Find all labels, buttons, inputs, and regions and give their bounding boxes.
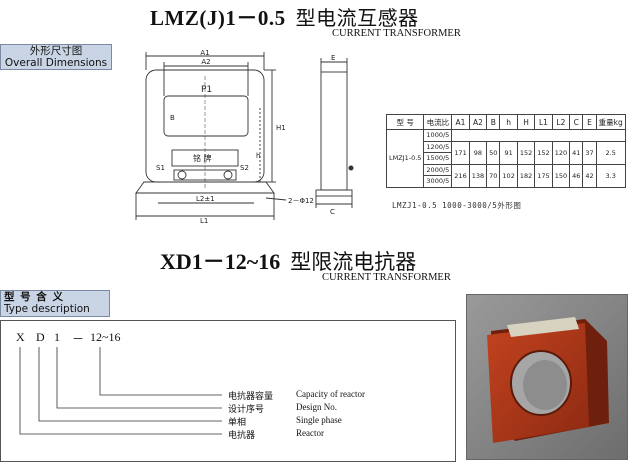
legend-en-1: Capacity of reactor [296, 389, 365, 399]
table-row: LMZJ1-0.5 1000/5 [385, 129, 626, 188]
lmz-model: LMZ(J)1－0.5 [150, 6, 286, 30]
label-a2: A2 [201, 58, 210, 66]
col-c: C [569, 114, 584, 130]
tag-cn: 型 号 含 义 [4, 291, 64, 303]
dimension-drawing: A1 A2 P1 B H1 h S1 S2 铭 牌 L2±1 L1 2－Φ12 … [135, 49, 354, 225]
cell-value: 70 [486, 163, 501, 188]
col-ratio: 电流比 [423, 114, 453, 130]
label-l2: L2±1 [196, 195, 215, 203]
cell-value: 3.3 [595, 163, 626, 188]
col-a1: A1 [451, 114, 470, 130]
cell-value: 42 [582, 163, 597, 188]
col-h-small: h [499, 114, 518, 130]
legend-cn-4: 电抗器 [228, 431, 256, 441]
reactor-photo-art [467, 295, 627, 459]
col-weight: 重量kg [595, 114, 626, 130]
xd-subtitle: CURRENT TRANSFORMER [322, 272, 451, 283]
legend-en-2: Design No. [296, 402, 337, 412]
legend-cn-2: 设计序号 [228, 405, 265, 415]
label-e: E [331, 54, 335, 62]
label-h1: H1 [276, 124, 286, 132]
front-view-window [163, 95, 249, 137]
xd-title: XD1－12~16 型限流电抗器 [160, 244, 416, 276]
cell-value: 2.5 [595, 140, 626, 165]
label-l1: L1 [200, 217, 208, 225]
cell-value: 41 [569, 140, 584, 165]
code-x: X [16, 330, 25, 344]
col-e: E [582, 114, 597, 130]
cell-value: 182 [516, 163, 536, 188]
side-terminal-icon [348, 165, 354, 171]
col-model: 型 号 [385, 114, 425, 130]
code-dash: － [72, 332, 85, 346]
cell-value: 37 [582, 140, 597, 165]
col-l2: L2 [551, 114, 571, 130]
cell-value: 138 [468, 163, 488, 188]
label-a1: A1 [200, 49, 209, 57]
spec-table: 型 号 电流比 A1 A2 B h H L1 L2 C E 重量kg LMZJ1… [385, 114, 626, 188]
cell-value: 175 [534, 163, 553, 188]
side-view-body [320, 71, 348, 191]
cell-value: 102 [499, 163, 518, 188]
cell-model: LMZJ1-0.5 [385, 129, 425, 188]
type-leader-lines [19, 347, 222, 435]
legend-cn-1: 电抗器容量 [228, 392, 274, 402]
lmz-title: LMZ(J)1－0.5 型电流互感器 [150, 2, 419, 32]
col-l1: L1 [534, 114, 553, 130]
side-view-base [315, 189, 353, 197]
table-row: 3000/5 [387, 175, 626, 188]
cell-ratio: 1200/5 [423, 140, 453, 153]
tag-en: Type description [4, 303, 90, 315]
cell-value: 46 [569, 163, 584, 188]
label-b: B [170, 114, 175, 122]
col-a2: A2 [468, 114, 488, 130]
label-nameplate: 铭 牌 [193, 153, 212, 163]
lmz-subtitle: CURRENT TRANSFORMER [332, 28, 461, 39]
col-b: B [486, 114, 501, 130]
label-s1: S1 [156, 164, 165, 172]
cell-ratio: 2000/5 [423, 163, 453, 176]
cell-value: 152 [516, 140, 536, 165]
cell-value: 152 [534, 140, 553, 165]
code-1: 1 [54, 330, 60, 344]
cell-ratio: 3000/5 [423, 175, 453, 188]
code-d: D [36, 330, 45, 344]
drawing-caption: LMZJ1-0.5 1000-3000/5外形图 [392, 201, 522, 210]
cell-ratio: 1000/5 [423, 129, 453, 142]
label-s2: S2 [240, 164, 249, 172]
cell-value: 120 [551, 140, 571, 165]
xd-model: XD1－12~16 [160, 249, 281, 274]
table-row: 1200/5 171 98 50 91 152 152 120 41 37 2.… [387, 140, 626, 165]
legend-en-4: Reactor [296, 428, 324, 438]
legend-cn-3: 单相 [228, 418, 247, 428]
terminal-s2 [223, 170, 233, 180]
label-h: h [256, 152, 260, 160]
spec-table-header: 型 号 电流比 A1 A2 B h H L1 L2 C E 重量kg [385, 114, 626, 130]
cell-value: 91 [499, 140, 518, 165]
table-row: 1500/5 [387, 152, 626, 165]
lmz-title-cn: 型电流互感器 [295, 8, 419, 30]
overall-dimensions-tag: 外形尺寸图 Overall Dimensions [0, 44, 112, 70]
col-h: H [516, 114, 536, 130]
tag-cn: 外形尺寸图 [29, 45, 83, 57]
code-range: 12~16 [90, 330, 121, 344]
label-p1: P1 [201, 85, 212, 95]
table-row: 2000/5 216 138 70 102 182 175 150 46 42 … [387, 163, 626, 188]
cell-ratio: 1500/5 [423, 152, 453, 165]
legend-en-3: Single phase [296, 415, 342, 425]
cell-value: 171 [451, 140, 470, 165]
reactor-photo [466, 294, 628, 460]
cell-value: 50 [486, 140, 501, 165]
terminal-s1 [177, 170, 187, 180]
xd-title-cn: 型限流电抗器 [290, 250, 417, 274]
cell-value: 150 [551, 163, 571, 188]
type-description-tag: 型 号 含 义 Type description [0, 290, 110, 317]
label-hole: 2－Φ12 [288, 197, 314, 205]
cell-value: 98 [468, 140, 488, 165]
cell-value: 216 [451, 163, 470, 188]
label-c: C [330, 208, 335, 216]
tag-en: Overall Dimensions [4, 57, 108, 69]
